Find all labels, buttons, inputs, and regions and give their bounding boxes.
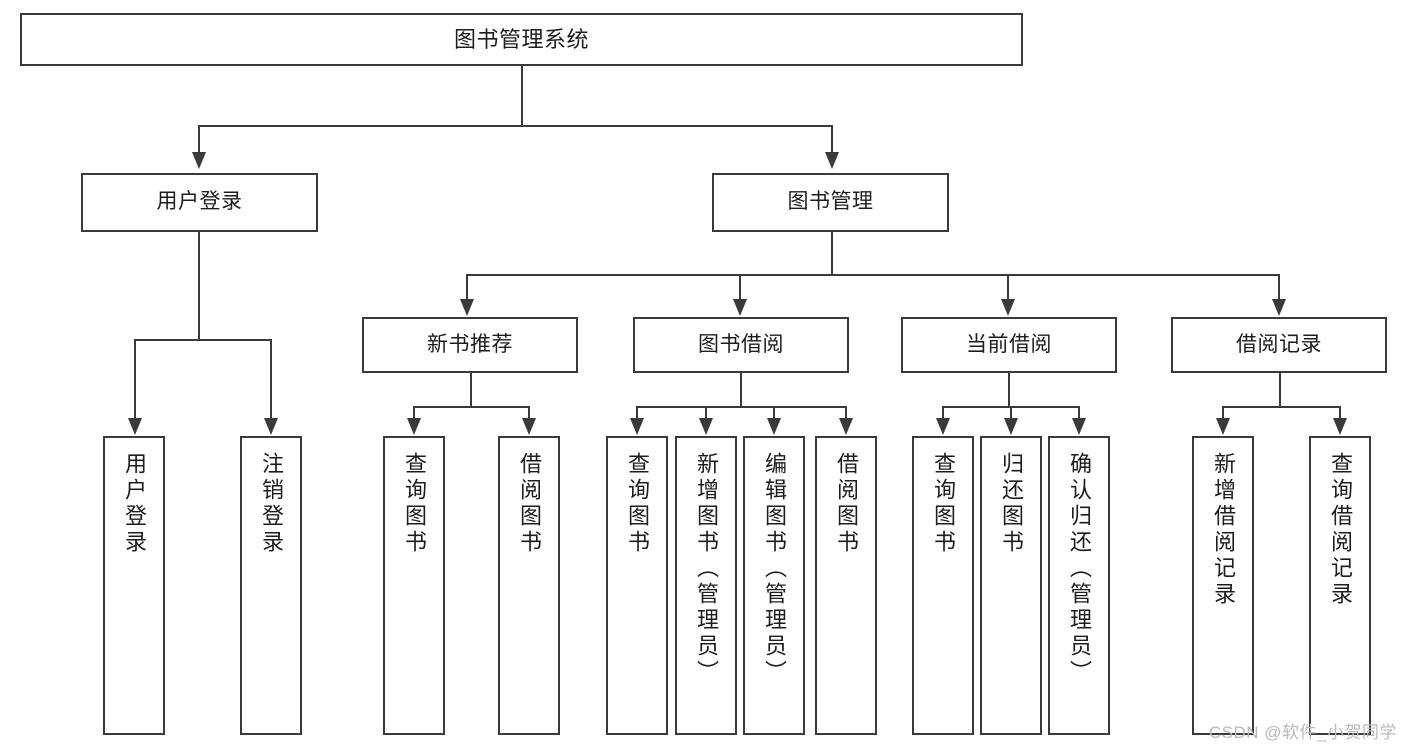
arrowhead-borrow-record [1272,299,1286,316]
node-label: 图书管理 [787,190,874,214]
arrowhead-bb-add-book [699,418,713,435]
connector-bm-to-borrow-record [1278,274,1280,300]
connector-bb-leaf-2 [705,406,707,419]
node-label: 新增借阅记录 [1211,452,1236,608]
connector-user-login-leaf-1 [134,339,136,419]
node-current-borrow[interactable]: 当前借阅 [901,317,1117,373]
connector-bm-to-new-book [466,274,468,300]
connector-bm-to-book-borrow [739,274,741,300]
connector-user-login-stem [198,232,200,340]
connector-user-login-leaf-2 [270,339,272,419]
leaf-cb-return-book[interactable]: 归还图书 [980,436,1042,735]
connector-root-to-user-login [198,125,200,153]
arrowhead-bb-borrow-book [839,418,853,435]
node-label: 借阅记录 [1236,332,1322,356]
arrowhead-bb-query-book [630,418,644,435]
node-borrow-record[interactable]: 借阅记录 [1171,317,1387,373]
connector-br-leaf-1 [1222,406,1224,419]
arrowhead-leaf-user-login [128,418,142,435]
connector-root-stem [521,66,523,126]
node-label: 编辑图书（管理员） [762,452,787,686]
node-label: 用户登录 [156,190,243,214]
arrowhead-bb-edit-book [767,418,781,435]
leaf-logout[interactable]: 注销登录 [240,436,302,735]
connector-nbr-leaf-1 [413,406,415,419]
connector-cb-stem [1008,373,1010,407]
connector-nbr-bus [413,406,529,408]
connector-cb-leaf-2 [1010,406,1012,419]
arrowhead-nbr-query-book [407,418,421,435]
leaf-user-login[interactable]: 用户登录 [103,436,165,735]
node-label: 图书借阅 [698,332,784,356]
node-book-management[interactable]: 图书管理 [712,173,949,232]
node-label: 图书管理系统 [453,26,589,52]
node-label: 查询图书 [931,452,956,556]
leaf-br-query-record[interactable]: 查询借阅记录 [1309,436,1371,735]
node-label: 新增图书（管理员） [694,452,719,686]
arrowhead-user-login [192,152,206,169]
connector-cb-leaf-1 [942,406,944,419]
connector-bm-to-current-borrow [1007,274,1009,300]
csdn-watermark: CSDN @软件_小贺同学 [1208,723,1397,742]
node-label: 归还图书 [999,452,1024,556]
connector-br-leaf-2 [1339,406,1341,419]
arrowhead-new-book-recommend [460,299,474,316]
leaf-bb-add-book[interactable]: 新增图书（管理员） [675,436,737,735]
connector-root-bus [198,125,832,127]
node-label: 查询图书 [402,452,427,556]
node-root-library-management-system[interactable]: 图书管理系统 [20,13,1023,66]
connector-bb-bus [636,406,846,408]
connector-root-to-book-management [831,125,833,153]
connector-book-management-stem [831,232,833,275]
leaf-bb-edit-book[interactable]: 编辑图书（管理员） [743,436,805,735]
connector-user-login-bus [134,339,271,341]
node-label: 查询借阅记录 [1328,452,1353,608]
node-label: 借阅图书 [834,452,859,556]
connector-book-management-bus [466,274,1278,276]
connector-br-stem [1279,373,1281,407]
connector-bb-leaf-4 [845,406,847,419]
node-label: 用户登录 [122,452,147,556]
connector-bb-stem [740,373,742,407]
arrowhead-cb-query-book [936,418,950,435]
arrowhead-cb-return-book [1004,418,1018,435]
connector-bb-leaf-3 [773,406,775,419]
connector-bb-leaf-1 [636,406,638,419]
arrowhead-book-borrow [733,299,747,316]
node-label: 借阅图书 [517,452,542,556]
connector-cb-leaf-3 [1078,406,1080,419]
arrowhead-leaf-logout [264,418,278,435]
node-new-book-recommend[interactable]: 新书推荐 [362,317,578,373]
leaf-cb-confirm-return[interactable]: 确认归还（管理员） [1048,436,1110,735]
arrowhead-br-query-record [1333,418,1347,435]
leaf-bb-borrow-book[interactable]: 借阅图书 [815,436,877,735]
node-label: 新书推荐 [427,332,513,356]
leaf-bb-query-book[interactable]: 查询图书 [606,436,668,735]
node-label: 注销登录 [259,452,284,556]
arrowhead-br-add-record [1216,418,1230,435]
arrowhead-current-borrow [1001,299,1015,316]
arrowhead-nbr-borrow-book [522,418,536,435]
leaf-nbr-query-book[interactable]: 查询图书 [383,436,445,735]
node-user-login[interactable]: 用户登录 [81,173,318,232]
arrowhead-book-management [825,152,839,169]
node-label: 确认归还（管理员） [1067,452,1092,686]
node-label: 当前借阅 [966,332,1052,356]
connector-nbr-stem [470,373,472,407]
arrowhead-cb-confirm-return [1072,418,1086,435]
node-book-borrow[interactable]: 图书借阅 [633,317,849,373]
connector-nbr-leaf-2 [528,406,530,419]
node-label: 查询图书 [625,452,650,556]
connector-br-bus [1222,406,1339,408]
leaf-br-add-record[interactable]: 新增借阅记录 [1192,436,1254,735]
leaf-nbr-borrow-book[interactable]: 借阅图书 [498,436,560,735]
leaf-cb-query-book[interactable]: 查询图书 [912,436,974,735]
